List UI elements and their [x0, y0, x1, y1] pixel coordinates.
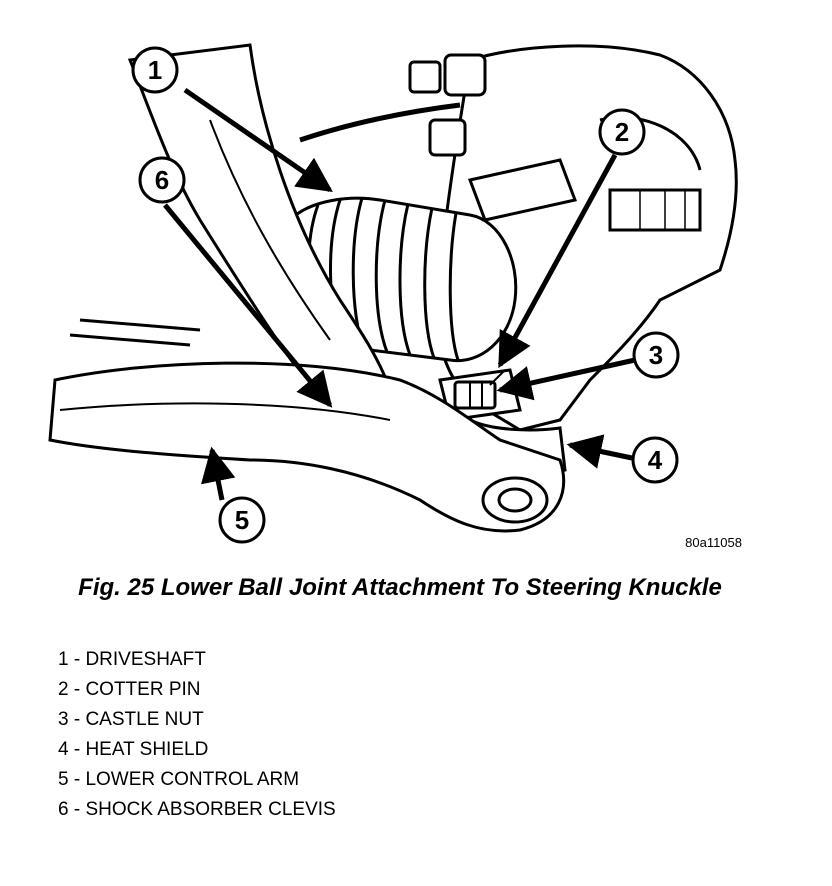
- callout-6: 6: [138, 156, 186, 204]
- callout-5: 5: [218, 496, 266, 544]
- leader-line-4: [566, 434, 633, 469]
- leader-line-5: [201, 446, 236, 501]
- legend-item: 2 - COTTER PIN: [58, 679, 201, 700]
- callout-number: 5: [235, 505, 249, 535]
- callout-number: 4: [648, 445, 663, 475]
- callout-number: 2: [615, 117, 629, 147]
- callout-4: 4: [631, 436, 679, 484]
- callout-number: 3: [649, 340, 663, 370]
- leader-line-1: [183, 87, 333, 193]
- brake-line: [299, 53, 578, 222]
- leader-line-2: [497, 153, 618, 369]
- legend-item: 3 - CASTLE NUT: [58, 709, 204, 730]
- callout-3: 3: [632, 331, 680, 379]
- leader-line-6: [163, 203, 333, 408]
- legend-item: 6 - SHOCK ABSORBER CLEVIS: [58, 799, 336, 820]
- suspension-illustration: 1 2 3 4 5 6 80a11058: [48, 43, 742, 550]
- figure-caption: Fig. 25 Lower Ball Joint Attachment To S…: [78, 574, 722, 601]
- figure-code: 80a11058: [685, 535, 742, 550]
- callout-number: 1: [148, 55, 162, 85]
- callout-2: 2: [598, 108, 646, 156]
- callout-1: 1: [131, 46, 179, 94]
- legend-item: 1 - DRIVESHAFT: [58, 649, 206, 670]
- legend-item: 5 - LOWER CONTROL ARM: [58, 769, 300, 790]
- legend-list: 1 - DRIVESHAFT 2 - COTTER PIN 3 - CASTLE…: [58, 645, 336, 825]
- leader-lines: [163, 87, 636, 501]
- legend-item: 4 - HEAT SHIELD: [58, 739, 209, 760]
- leader-line-3: [496, 357, 636, 401]
- callout-number: 6: [155, 165, 169, 195]
